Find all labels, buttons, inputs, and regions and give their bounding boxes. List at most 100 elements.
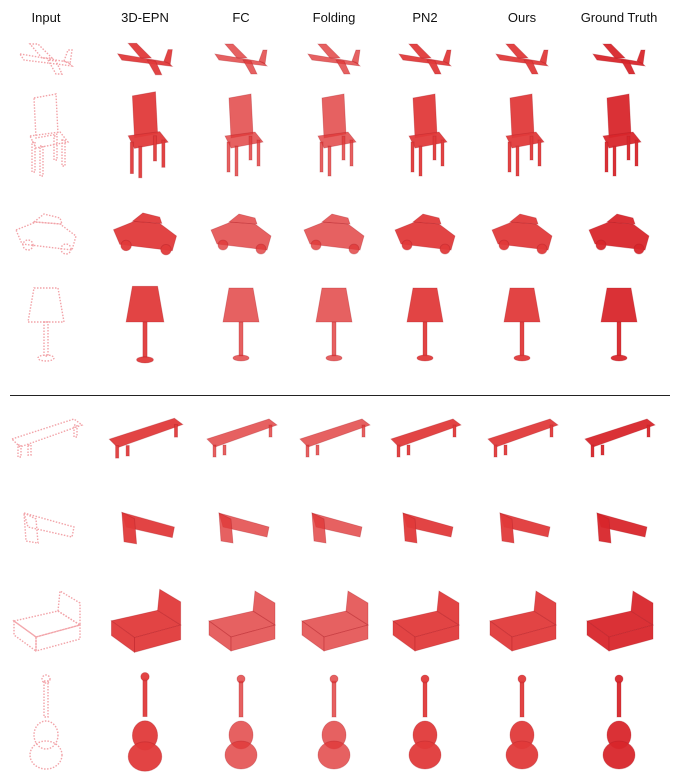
bed-gt-cloud [586,590,654,652]
guitar-part [33,720,59,750]
lamp-part [422,321,428,357]
bench-part [173,424,178,438]
pistol-part [402,512,418,544]
car-part [22,239,34,251]
airplane-part [408,43,432,59]
chair-part [138,145,143,179]
airplane-input-cloud [18,43,74,75]
bench-ours-cloud [487,418,559,458]
bed-fc-cloud [208,590,276,652]
chair-part [234,145,239,177]
bench-part [600,444,605,456]
airplane-part [539,49,549,65]
chair-part [28,131,70,149]
guitar-part [408,740,442,770]
airplane-part [307,53,362,67]
airplane-part [636,49,646,65]
lamp-part [37,354,55,362]
lamp-part [519,321,525,357]
chair-part [507,141,512,173]
airplane-part [505,43,529,59]
guitar-part [224,740,258,770]
chair-part [412,93,438,139]
airplane-folding-cloud [307,43,362,75]
car-part [411,213,442,225]
column-headers: Input 3D-EPN FC Folding PN2 Ours Ground … [0,10,685,28]
lamp-part [616,321,622,357]
car-part [60,243,72,255]
lamp-part [232,354,250,362]
bench-part [305,444,310,458]
airplane-gt-cloud [592,43,647,75]
car-part [15,221,77,251]
chair-part [319,141,324,173]
airplane-pn2-cloud [398,43,453,75]
car-part [348,243,360,255]
bench-fc-cloud [206,418,278,458]
bed-part [533,590,557,626]
bench-part [299,418,371,448]
chair-part [604,141,609,173]
bed-part [157,588,182,626]
lamp-part [142,321,148,359]
car-part [536,243,548,255]
bed-epn-cloud [110,588,182,654]
guitar-part [236,674,246,684]
airplane-part [442,49,452,65]
guitar-part [331,680,337,718]
bed-part [35,624,81,652]
guitar-part [142,678,148,718]
chair-part [327,145,332,177]
lamp-part [325,354,343,362]
bed-part [414,624,460,652]
car-epn-cloud [112,212,177,256]
bench-part [125,445,130,457]
airplane-part [335,59,351,75]
pistol-part [23,511,39,544]
bench-part [108,417,184,449]
header-ours: Ours [507,10,537,25]
bench-pn2-cloud [390,418,462,458]
chair-folding-cloud [317,93,357,177]
guitar-part [505,740,539,770]
chair-part [509,93,535,139]
airplane-part [317,43,341,59]
guitar-part [420,674,430,684]
bed-part [511,624,557,652]
bench-folding-cloud [299,418,371,458]
car-pn2-cloud [394,213,456,255]
chair-fc-cloud [224,93,264,177]
header-input: Input [31,10,61,25]
chair-part [61,139,66,167]
airplane-part [523,59,539,75]
airplane-part [398,53,453,67]
pistol-ours-cloud [499,512,551,544]
bench-part [17,444,22,458]
car-part [217,239,229,251]
car-part [498,239,510,251]
airplane-part [602,43,626,59]
bed-part [630,590,654,626]
header-pn2: PN2 [412,10,438,25]
lamp-fc-cloud [222,287,260,362]
airplane-part [63,49,73,66]
header-fc: FC [232,10,250,25]
bed-part [323,624,369,652]
lamp-part [43,321,49,357]
car-part [595,239,607,251]
guitar-part [41,674,51,684]
lamp-folding-cloud [315,287,353,362]
guitar-part [317,740,351,770]
guitar-folding-cloud [317,674,351,770]
car-part [120,239,132,252]
airplane-part [592,53,647,67]
bench-part [315,444,320,456]
chair-part [418,145,423,177]
chair-gt-cloud [602,93,642,177]
car-part [439,243,451,255]
bench-part [73,424,78,438]
car-part [605,213,636,225]
chair-part [440,139,445,167]
chair-ours-cloud [505,93,545,177]
